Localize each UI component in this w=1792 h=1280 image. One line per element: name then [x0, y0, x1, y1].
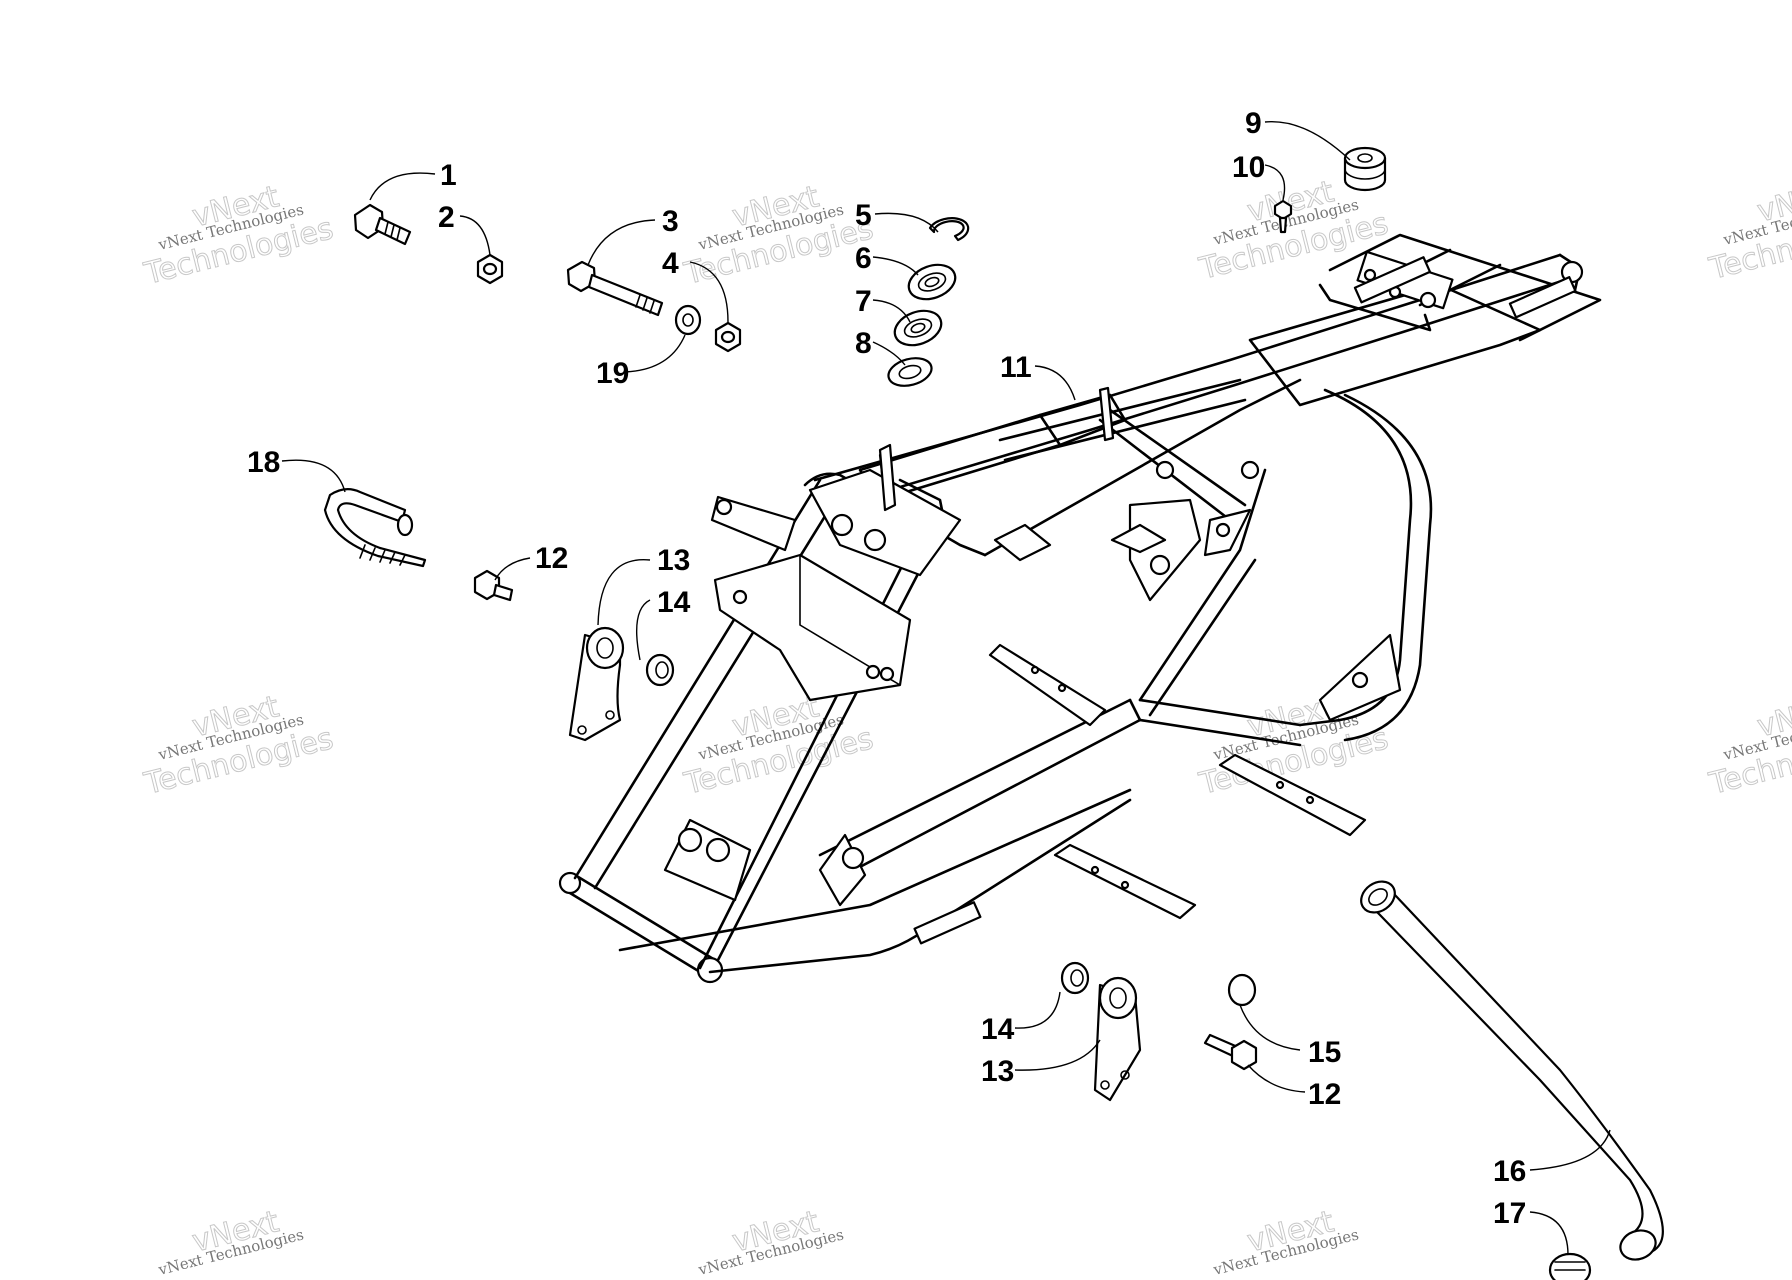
footrest-bolt-6 — [1120, 880, 1130, 890]
upper-bracket-boss-2 — [863, 528, 887, 552]
main-frame — [558, 233, 1602, 984]
front-mount-boss-1 — [677, 827, 703, 853]
part-3-long-bolt — [566, 260, 664, 317]
watermark-4: vNext vNext Technologies Technologies — [1705, 174, 1792, 288]
shock-tab-hole — [1215, 522, 1231, 538]
bracket-hole-1 — [732, 589, 748, 605]
part-13-mount-upper — [568, 626, 625, 742]
watermark-6: vNext vNext Technologies Technologies — [680, 689, 877, 803]
callout-16: 16 — [1493, 1155, 1526, 1188]
bracket-hole-2 — [865, 664, 881, 680]
watermark-5: vNext vNext Technologies Technologies — [140, 689, 337, 803]
callout-6: 6 — [855, 242, 872, 275]
loose-parts — [323, 146, 1664, 1280]
callout-5: 5 — [855, 199, 872, 232]
watermark-2: vNext vNext Technologies Technologies — [680, 179, 877, 293]
watermark-8: vNext vNext Technologies Technologies — [1705, 689, 1792, 803]
callout-15: 15 — [1308, 1036, 1341, 1069]
front-lower-mount-left — [663, 818, 752, 902]
callouts: 1 2 3 4 19 5 6 7 8 9 10 11 18 12 13 14 1… — [247, 107, 1526, 1230]
steering-head-bracket — [713, 553, 912, 702]
rear-plate-hole-3 — [1419, 291, 1437, 309]
shock-mount-bracket — [1128, 498, 1202, 602]
bracket-hole-3 — [879, 666, 895, 682]
front-mount-boss-3 — [841, 846, 865, 870]
part-4-nut — [714, 321, 742, 353]
part-18-strap — [323, 488, 427, 568]
part-13-mount-lower — [1093, 976, 1142, 1102]
footrest-bolt-1 — [1030, 665, 1040, 675]
upper-steering-bracket — [808, 468, 962, 577]
part-7-bearing — [893, 309, 943, 347]
callout-14-lower: 14 — [981, 1013, 1015, 1046]
callout-11: 11 — [1000, 351, 1032, 384]
footrest-bracket-left — [988, 643, 1107, 727]
upper-bracket-boss-1 — [830, 513, 854, 537]
footrest-bolt-4 — [1305, 795, 1315, 805]
callout-13-lower: 13 — [981, 1055, 1014, 1088]
part-6-bearing — [907, 263, 957, 301]
rear-boss-2 — [1240, 460, 1260, 480]
rear-lower-mount-hole — [1351, 671, 1369, 689]
steering-post — [878, 443, 897, 512]
part-14-spacer-upper — [645, 653, 675, 687]
watermark-11: vNext vNext Technologies — [1211, 1204, 1361, 1279]
frame-clamp-front — [913, 901, 982, 945]
part-5-snap-ring — [928, 217, 970, 242]
callout-4: 4 — [662, 247, 679, 280]
callout-8: 8 — [855, 327, 872, 360]
shock-mount-hole — [1149, 554, 1171, 576]
callout-7: 7 — [855, 285, 872, 318]
upright-tab-mid — [1098, 386, 1115, 442]
frame-clamp-rear-right — [1508, 276, 1577, 319]
callout-2: 2 — [438, 201, 455, 234]
callout-12-upper: 12 — [535, 542, 568, 575]
rear-boss-1 — [1155, 460, 1175, 480]
callout-18: 18 — [247, 446, 280, 479]
front-mount-boss-2 — [705, 837, 731, 863]
part-8-seal — [887, 357, 933, 387]
footrest-bolt-2 — [1057, 683, 1067, 693]
watermark-10: vNext vNext Technologies — [696, 1204, 846, 1279]
frame-clamp-rear — [1353, 256, 1432, 304]
callout-12-lower: 12 — [1308, 1078, 1341, 1111]
left-wing-bracket — [710, 495, 797, 552]
part-2-nut — [476, 253, 504, 285]
part-14-spacer-lower — [1060, 961, 1090, 995]
watermarks: vNext vNext Technologies Technologies vN… — [140, 174, 1792, 1279]
callout-3: 3 — [662, 205, 679, 238]
part-10-small-bolt — [1273, 199, 1293, 234]
part-1-flange-bolt — [353, 203, 412, 246]
callout-14-upper: 14 — [657, 586, 691, 619]
callout-17: 17 — [1493, 1197, 1526, 1230]
part-9-grommet — [1343, 146, 1387, 192]
callout-19: 19 — [596, 357, 629, 390]
part-15-spacer — [1227, 973, 1257, 1007]
watermark-9: vNext vNext Technologies — [156, 1204, 306, 1279]
watermark-1: vNext vNext Technologies Technologies — [140, 179, 337, 293]
leader-lines — [281, 120, 1611, 1256]
left-wing-hole — [715, 498, 733, 516]
part-17-clamp — [1548, 1252, 1592, 1280]
footrest-bolt-3 — [1275, 780, 1285, 790]
center-tab — [993, 523, 1052, 562]
footrest-bracket-right — [1218, 753, 1367, 837]
part-12-bolt-lower — [1203, 1033, 1258, 1071]
callout-10: 10 — [1232, 151, 1265, 184]
part-16-hose — [1360, 880, 1664, 1261]
front-lower-mount-right — [818, 833, 867, 907]
part-19-washer — [674, 304, 702, 336]
callout-1: 1 — [440, 159, 457, 192]
callout-9: 9 — [1245, 107, 1262, 140]
callout-13-upper: 13 — [657, 544, 690, 577]
center-tab-2 — [1110, 523, 1167, 554]
footrest-bolt-5 — [1090, 865, 1100, 875]
part-12-bolt-upper — [473, 569, 514, 602]
